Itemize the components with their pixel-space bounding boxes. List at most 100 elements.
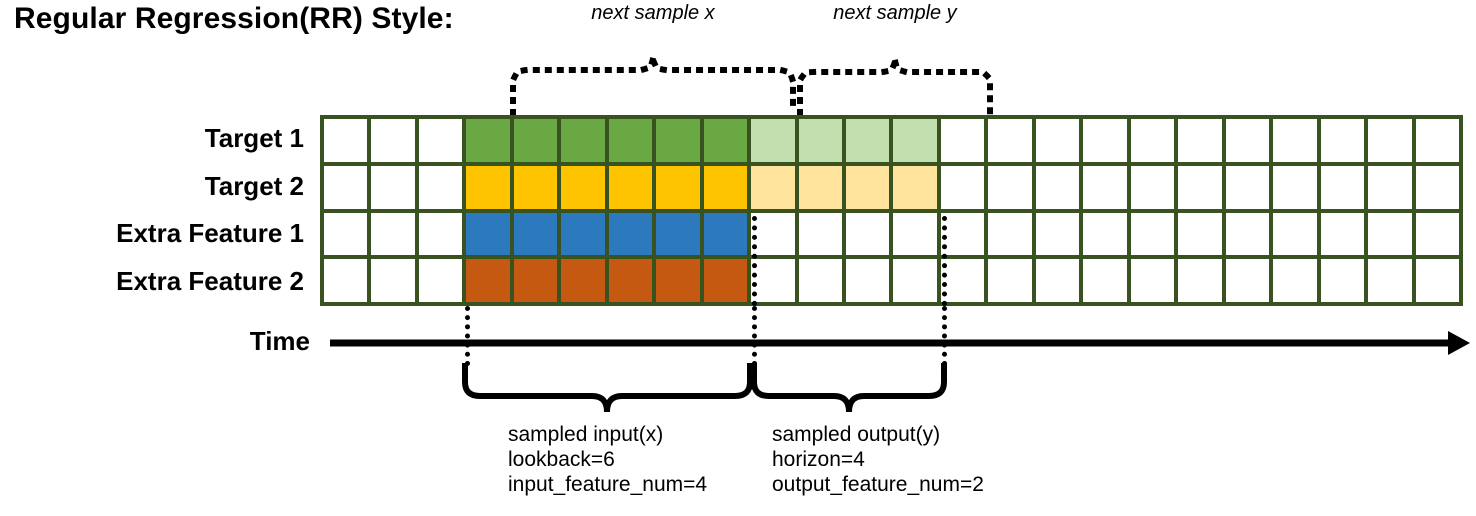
guide-line-split-lower [752, 306, 757, 366]
grid-cell-r3-c15 [988, 212, 1032, 256]
grid-cell-r2-c12 [846, 165, 890, 209]
grid-cell-r2-c15 [988, 165, 1032, 209]
brace-sampled-input [462, 363, 753, 413]
grid-cell-r2-c17 [1083, 165, 1127, 209]
grid-cell-r1-c6 [561, 119, 605, 162]
sampled-output-caption: sampled output(y) horizon=4 output_featu… [772, 422, 984, 497]
grid-cell-r3-c2 [371, 212, 415, 256]
sampled-input-line-3: input_feature_num=4 [508, 473, 708, 496]
grid-cell-r3-c11 [798, 212, 843, 256]
grid-cell-r3-c14 [940, 212, 985, 256]
grid-cell-r1-c3 [418, 119, 463, 162]
row-label-extra-feature-1: Extra Feature 1 [116, 218, 304, 249]
grid-cell-r4-c17 [1083, 259, 1127, 302]
grid-cell-r2-c16 [1035, 165, 1080, 209]
grid-cell-r3-c22 [1320, 212, 1365, 256]
brace-next-sample-x [510, 55, 796, 116]
next-sample-x-label: next sample x [591, 2, 715, 24]
grid-cell-r1-c22 [1320, 119, 1365, 162]
grid-cell-r2-c1 [324, 165, 368, 209]
grid-cell-r4-c6 [561, 259, 605, 302]
grid-cell-r2-c18 [1130, 165, 1175, 209]
grid-cell-r2-c13 [893, 165, 937, 209]
grid-cell-r3-c13 [893, 212, 937, 256]
time-axis-label: Time [249, 326, 310, 356]
grid-cell-r2-c7 [608, 165, 653, 209]
grid-cell-r4-c4 [466, 259, 510, 302]
grid-cell-r2-c19 [1178, 165, 1222, 209]
grid-cell-r3-c1 [324, 212, 368, 256]
sampled-input-line-2: lookback=6 [508, 448, 615, 471]
grid-cell-r3-c7 [608, 212, 653, 256]
grid-cell-r4-c19 [1178, 259, 1222, 302]
row-label-target-1: Target 1 [204, 123, 304, 153]
grid-cell-r3-c9 [703, 212, 748, 256]
grid-cell-r1-c18 [1130, 119, 1175, 162]
grid-cell-r4-c24 [1415, 259, 1459, 302]
grid-cell-r2-c21 [1273, 165, 1317, 209]
grid-cell-r4-c15 [988, 259, 1032, 302]
grid-cell-r4-c12 [846, 259, 890, 302]
grid-cell-r3-c20 [1225, 212, 1270, 256]
grid-cell-r3-c19 [1178, 212, 1222, 256]
guide-line-horizon-end-upper [942, 216, 947, 306]
grid-cell-r3-c24 [1415, 212, 1459, 256]
grid-cell-r3-c16 [1035, 212, 1080, 256]
grid-cell-r1-c16 [1035, 119, 1080, 162]
grid-cell-r3-c12 [846, 212, 890, 256]
grid-cell-r4-c9 [703, 259, 748, 302]
grid-cell-r4-c21 [1273, 259, 1317, 302]
grid-cell-r4-c1 [324, 259, 368, 302]
sampled-output-line-3: output_feature_num=2 [772, 473, 984, 496]
row-label-extra-feature-2: Extra Feature 2 [116, 266, 304, 297]
grid-cell-r2-c5 [513, 165, 558, 209]
grid-cell-r4-c20 [1225, 259, 1270, 302]
time-axis-arrowhead [1448, 331, 1470, 355]
grid-cell-r2-c10 [751, 165, 795, 209]
grid-cell-r4-c3 [418, 259, 463, 302]
grid-cell-r3-c10 [751, 212, 795, 256]
grid-cell-r4-c18 [1130, 259, 1175, 302]
grid-cell-r2-c23 [1368, 165, 1412, 209]
grid-cell-r2-c9 [703, 165, 748, 209]
grid-cell-r3-c8 [656, 212, 700, 256]
row-label-target-2: Target 2 [204, 170, 304, 201]
grid-cell-r2-c4 [466, 165, 510, 209]
grid-cell-r4-c16 [1035, 259, 1080, 302]
grid-cell-r2-c3 [418, 165, 463, 209]
grid-cell-r2-c22 [1320, 165, 1365, 209]
grid-cell-r4-c23 [1368, 259, 1412, 302]
grid-cell-r1-c4 [466, 119, 510, 162]
sampled-input-line-1: sampled input(x) [508, 423, 664, 446]
grid-cell-r1-c13 [893, 119, 937, 162]
guide-line-horizon-end-lower [942, 306, 947, 366]
next-sample-y-label: next sample y [833, 2, 957, 24]
brace-next-sample-y [797, 57, 993, 116]
sampled-output-line-2: horizon=4 [772, 448, 865, 471]
grid-cell-r1-c15 [988, 119, 1032, 162]
grid-cell-r3-c3 [418, 212, 463, 256]
grid-cell-r2-c20 [1225, 165, 1270, 209]
guide-line-split-upper [752, 216, 757, 306]
grid-cell-r1-c17 [1083, 119, 1127, 162]
grid-cell-r1-c1 [324, 119, 368, 162]
grid-cell-r3-c18 [1130, 212, 1175, 256]
grid-cell-r4-c10 [751, 259, 795, 302]
grid-cell-r4-c22 [1320, 259, 1365, 302]
grid-cell-r3-c4 [466, 212, 510, 256]
grid-cell-r3-c5 [513, 212, 558, 256]
grid-cell-r1-c21 [1273, 119, 1317, 162]
grid-cell-r4-c14 [940, 259, 985, 302]
sampled-input-caption: sampled input(x) lookback=6 input_featur… [508, 422, 707, 497]
guide-line-lookback-start [465, 306, 470, 366]
grid-cell-r1-c19 [1178, 119, 1222, 162]
grid-cell-r1-c10 [751, 119, 795, 162]
grid-cell-r2-c6 [561, 165, 605, 209]
grid-cell-r3-c6 [561, 212, 605, 256]
grid-cell-r3-c21 [1273, 212, 1317, 256]
grid-cell-r1-c24 [1415, 119, 1459, 162]
grid-cell-r3-c17 [1083, 212, 1127, 256]
grid-cell-r4-c2 [371, 259, 415, 302]
grid-cell-r1-c5 [513, 119, 558, 162]
